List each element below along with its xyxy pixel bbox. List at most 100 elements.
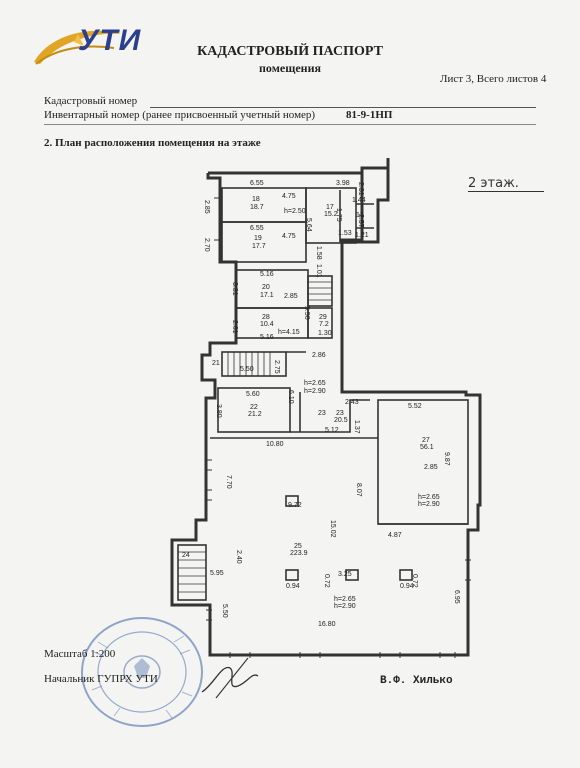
plan-label-d240: 2.40	[235, 550, 242, 564]
plan-label-d094a: 0.94	[286, 583, 300, 590]
handwritten-signature	[201, 657, 259, 699]
inventory-number-value: 81-9-1НП	[346, 109, 393, 121]
plan-label-d610: 6.10	[287, 390, 294, 404]
plan-label-m475a: 4.75	[282, 193, 296, 200]
cadastral-number-label: Кадастровый номер	[44, 95, 138, 107]
sheet-number: Лист 3, Всего листов 4	[440, 73, 547, 85]
plan-label-d-398: 3.98	[336, 180, 350, 187]
plan-label-a72: 7.2	[319, 321, 329, 328]
plan-label-d130: 1.30	[318, 330, 332, 337]
plan-label-r21: 21	[212, 360, 220, 367]
chief-label: Начальник ГУПРХ УТИ	[44, 673, 158, 685]
plan-label-d158: 1.58	[315, 246, 322, 260]
plan-label-h290b: h=2.90	[418, 501, 440, 508]
signer-name: В.Ф. Хилько	[380, 675, 453, 687]
plan-label-r19: 19	[254, 235, 262, 242]
plan-label-r18: 18	[252, 196, 260, 203]
plan-label-a171: 17.1	[260, 292, 274, 299]
plan-label-m475b: 4.75	[282, 233, 296, 240]
plan-label-d550v: 5.50	[303, 306, 310, 320]
plan-label-d175: 1.75	[335, 208, 342, 222]
plan-label-r23a: 23	[318, 410, 326, 417]
plan-label-r29: 29	[319, 314, 327, 321]
plan-label-m285a: 2.85	[284, 293, 298, 300]
scale-label: Масштаб 1:200	[44, 648, 116, 660]
plan-label-d972: 9.72	[288, 502, 302, 509]
plan-label-h290a: h=2.90	[304, 388, 326, 395]
plan-label-h265c: h=2.65	[334, 596, 356, 603]
plan-label-d243: 2.43	[345, 399, 359, 406]
plan-label-r22: 22	[250, 404, 258, 411]
plan-label-d201: 2.01	[231, 320, 238, 334]
plan-label-h250: h=2.50	[284, 208, 306, 215]
plan-label-d144: 1.44	[352, 197, 366, 204]
plan-label-d516b: 5.16	[260, 334, 274, 341]
company-logo	[26, 18, 156, 73]
plan-label-r28: 28	[262, 314, 270, 321]
plan-label-a2239: 223.9	[290, 550, 308, 557]
floor-note: 2 этаж.	[468, 176, 544, 192]
plan-label-d595: 5.95	[210, 570, 224, 577]
plan-label-d121: 1.21	[355, 232, 369, 239]
plan-label-r20: 20	[262, 284, 270, 291]
plan-label-r24: 24	[182, 552, 190, 559]
plan-label-d153: 1.53	[338, 230, 352, 237]
plan-label-d-655-b: 6.55	[250, 225, 264, 232]
official-seal-stamp	[81, 617, 203, 727]
cadastral-number-line	[150, 106, 536, 108]
plan-label-d552: 5.52	[408, 403, 422, 410]
plan-label-m325: 3.25	[338, 571, 352, 578]
plan-label-d257: 2.57	[357, 214, 364, 228]
plan-label-d550h: 5.50	[240, 366, 254, 373]
plan-label-a104: 10.4	[260, 321, 274, 328]
plan-label-d-231: 2.31	[357, 182, 364, 196]
plan-label-d1502: 15.02	[329, 520, 336, 538]
plan-label-d072b: 0.72	[411, 574, 418, 588]
plan-label-d072a: 0.72	[323, 574, 330, 588]
plan-label-a152: 15.2	[324, 211, 338, 218]
plan-label-d807: 8.07	[355, 483, 362, 497]
inventory-number-label: Инвентарный номер (ранее присвоенный уче…	[44, 109, 316, 121]
field-divider	[44, 124, 536, 125]
plan-label-a205: 20.5	[334, 417, 348, 424]
plan-label-a561: 56.1	[420, 444, 434, 451]
plan-label-d-655-top: 6.55	[250, 180, 264, 187]
plan-label-d-285: 2.85	[203, 200, 210, 214]
plan-label-h265b: h=2.65	[418, 494, 440, 501]
plan-label-d094b: 0.94	[400, 583, 414, 590]
plan-label-d275: 2.75	[273, 360, 280, 374]
plan-label-d487: 4.87	[388, 532, 402, 539]
plan-label-d516a: 5.16	[260, 271, 274, 278]
document-title: КАДАСТРОВЫЙ ПАСПОРТ	[197, 44, 383, 59]
plan-label-d286: 2.86	[312, 352, 326, 359]
plan-label-r13: 13	[356, 212, 364, 219]
plan-label-d550l: 5.50	[221, 604, 228, 618]
plan-label-d331: 3.31	[231, 282, 238, 296]
plan-label-r17: 17	[326, 204, 334, 211]
plan-label-h265a: h=2.65	[304, 380, 326, 387]
plan-label-d1080: 10.80	[266, 441, 284, 448]
plan-label-r27: 27	[422, 437, 430, 444]
logo-swoosh-icon	[34, 30, 121, 65]
plan-label-h290c: h=2.90	[334, 603, 356, 610]
plan-label-a177: 17.7	[252, 243, 266, 250]
plan-label-d695: 6.95	[453, 590, 460, 604]
plan-label-r25: 25	[294, 543, 302, 550]
plan-label-d1680: 16.80	[318, 621, 336, 628]
plan-label-d512: 5.12	[325, 427, 339, 434]
plan-label-r23b: 23	[336, 410, 344, 417]
plan-label-d101: 1.01	[315, 264, 322, 278]
plan-label-d770: 7.70	[225, 475, 232, 489]
section-heading: 2. План расположения помещения на этаже	[44, 137, 261, 149]
plan-label-d380: 3.80	[215, 404, 222, 418]
plan-label-a212: 21.2	[248, 411, 262, 418]
plan-label-d560: 5.60	[246, 391, 260, 398]
plan-label-d137: 1.37	[353, 420, 360, 434]
logo-text: УТИ	[78, 24, 142, 57]
plan-label-d564: 5.64	[305, 218, 312, 232]
plan-label-a187: 18.7	[250, 204, 264, 211]
plan-label-m285b: 2.85	[424, 464, 438, 471]
document-subtitle: помещения	[259, 61, 321, 75]
plan-label-d270: 2.70	[203, 238, 210, 252]
